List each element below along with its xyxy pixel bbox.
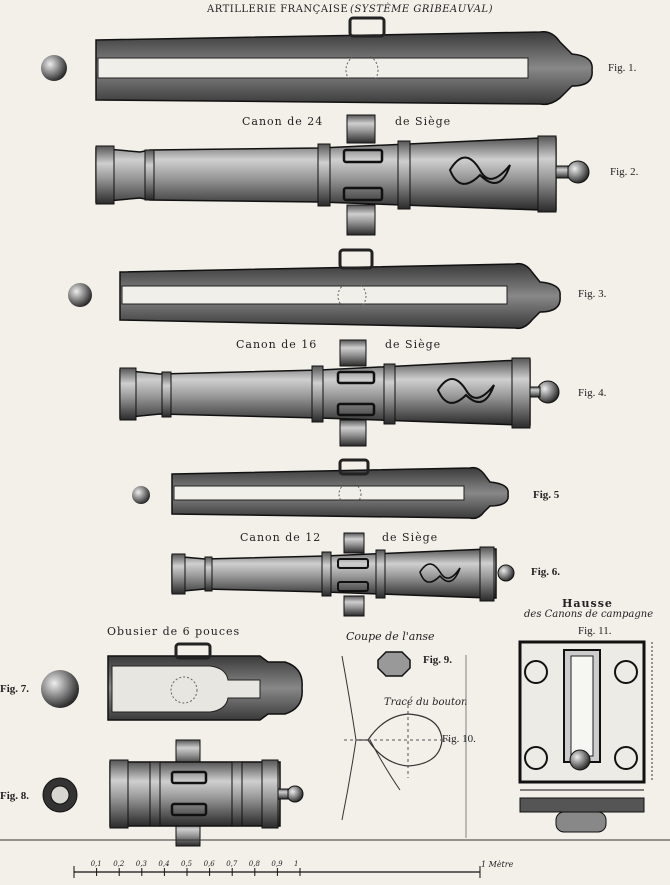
fig-8-label: Fig. 8.: [0, 790, 30, 802]
scale-tick-label: 1: [294, 860, 298, 868]
scale-label: 1 Mètre: [481, 860, 514, 869]
fig1-section-drawing: [41, 16, 593, 106]
fig1-cannonball: [41, 55, 67, 81]
caption-de-siege-16: de Siège: [385, 338, 442, 351]
scale-tick-label: 0,4: [158, 860, 169, 868]
fig3-section-drawing: [68, 248, 561, 330]
fig9-handle-section-drawing: [377, 651, 411, 677]
scale-tick-label: 0,9: [271, 860, 283, 868]
scale-tick-label: 0,7: [226, 860, 238, 868]
fig4-cannon-drawing: [119, 339, 560, 447]
fig-5-label: Fig. 5: [533, 489, 560, 501]
fig-2-label: Fig. 2.: [610, 166, 639, 178]
caption-trace-bouton: Tracé du bouton: [384, 697, 468, 708]
fig-7-label: Fig. 7.: [0, 683, 30, 695]
fig-11-label: Fig. 11.: [578, 625, 612, 637]
scale-tick-label: 0,2: [113, 860, 125, 868]
fig10-cascabel-drawing: [341, 655, 467, 838]
fig2-cannon-drawing: [95, 114, 590, 236]
fig5-section-drawing: [132, 458, 509, 520]
scale-tick-label: 0,6: [204, 860, 216, 868]
scale-tick-label: 0,5: [181, 860, 193, 868]
caption-de-siege-24: de Siège: [395, 115, 452, 128]
fig-4-label: Fig. 4.: [578, 387, 607, 399]
caption-obusier: Obusier de 6 pouces: [107, 625, 241, 638]
fig-6-label: Fig. 6.: [531, 566, 561, 578]
caption-hausse: Hausse: [562, 597, 613, 610]
fig5-cannonball: [132, 486, 150, 504]
caption-hausse-sub: des Canons de campagne: [524, 609, 654, 620]
fig11-rear-sight-drawing: [518, 640, 653, 833]
fig-3-label: Fig. 3.: [578, 288, 607, 300]
caption-de-siege-12: de Siège: [382, 531, 439, 544]
scale-tick-label: 0,1: [91, 860, 102, 868]
caption-canon-12: Canon de 12: [240, 531, 322, 544]
scale-tick-label: 0,8: [249, 860, 261, 868]
caption-coupe-anse: Coupe de l'anse: [346, 630, 435, 643]
fig-1-label: Fig. 1.: [608, 62, 637, 74]
fig-10-label: Fig. 10.: [442, 733, 476, 745]
plate-title: ARTILLERIE FRANÇAISE: [207, 4, 349, 15]
fig7-shell: [41, 670, 79, 708]
fig7-howitzer-section-drawing: [41, 642, 303, 721]
scale-tick-label: 0,3: [136, 860, 148, 868]
caption-canon-16: Canon de 16: [236, 338, 318, 351]
fig-9-label: Fig. 9.: [423, 654, 453, 666]
scale-ticks: 0,1 0,2 0,3 0,4 0,5 0,6 0,7 0,8 0,9 1: [91, 860, 301, 876]
fig8-howitzer-drawing: [42, 739, 304, 847]
caption-canon-24: Canon de 24: [242, 115, 324, 128]
fig3-cannonball: [68, 283, 92, 307]
fig6-cannon-drawing: [171, 532, 515, 617]
plate-subtitle: (SYSTÈME GRIBEAUVAL): [350, 4, 493, 15]
